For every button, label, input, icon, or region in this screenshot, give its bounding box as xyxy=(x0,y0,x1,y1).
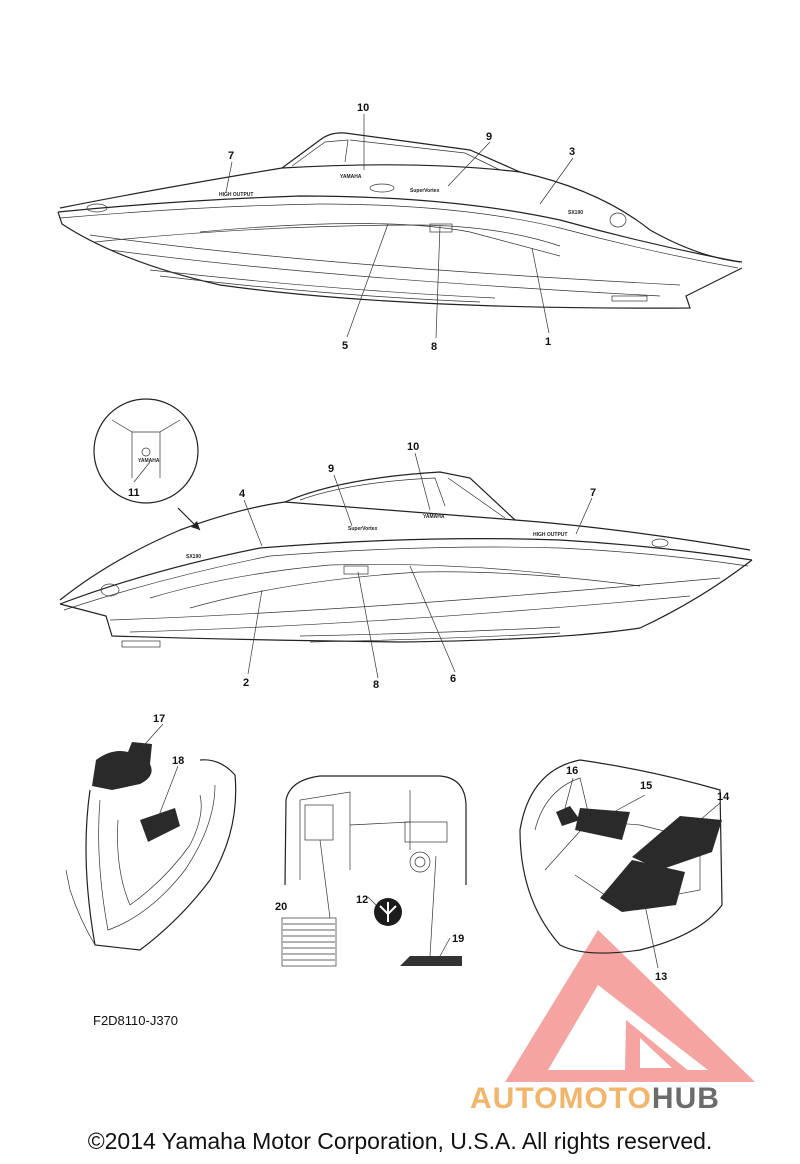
stern-interior-view xyxy=(519,759,723,969)
decal-high-output-starboard: HIGH OUTPUT xyxy=(219,192,253,198)
decal-14-shape xyxy=(632,816,722,870)
callout-9-top: 9 xyxy=(486,131,492,143)
callout-6: 6 xyxy=(450,673,456,685)
callout-2: 2 xyxy=(243,677,249,689)
callout-13: 13 xyxy=(655,971,667,983)
decal-18-shape xyxy=(140,808,180,842)
callout-17: 17 xyxy=(153,713,165,725)
callout-10-bottom: 10 xyxy=(407,441,419,453)
detail-inset-11: YAMAHA xyxy=(93,398,201,531)
callout-5: 5 xyxy=(342,340,348,352)
boat-starboard-view: YAMAHA HIGH OUTPUT SuperVortex SX190 xyxy=(57,114,743,339)
callout-14: 14 xyxy=(717,791,730,803)
callout-20: 20 xyxy=(275,901,287,913)
callout-11: 11 xyxy=(128,487,140,499)
decal-13-shape xyxy=(600,860,685,912)
decal-19-shape xyxy=(400,956,462,966)
callout-3: 3 xyxy=(569,146,575,158)
decal-supercharged-starboard: SuperVortex xyxy=(410,188,440,194)
callout-7-bottom: 7 xyxy=(590,487,596,499)
decal-brand-port: YAMAHA xyxy=(423,514,445,520)
decal-15-shape xyxy=(575,808,630,840)
decal-high-output-port: HIGH OUTPUT xyxy=(533,532,567,538)
boat-port-view: YAMAHA HIGH OUTPUT SuperVortex SX190 xyxy=(59,452,753,679)
diagram-code: F2D8110-J370 xyxy=(93,1013,179,1028)
watermark-logo xyxy=(505,930,755,1082)
console-interior-view xyxy=(281,775,467,967)
watermark-text: AUTOMOTOHUB xyxy=(470,1082,720,1116)
watermark-text-auto: AUTO xyxy=(470,1082,559,1115)
callout-12: 12 xyxy=(356,894,368,906)
decal-model-starboard: SX190 xyxy=(568,210,583,216)
decal-brand-starboard: YAMAHA xyxy=(340,174,362,180)
callout-19: 19 xyxy=(452,933,464,945)
callout-10-top: 10 xyxy=(357,102,369,114)
decal-brand-inset: YAMAHA xyxy=(138,458,160,464)
bow-interior-view xyxy=(65,723,237,951)
decal-17-shape xyxy=(92,742,152,790)
callout-4: 4 xyxy=(239,488,246,500)
decal-20-stripes xyxy=(283,923,335,961)
callout-8-top: 8 xyxy=(431,341,437,353)
decal-model-port: SX190 xyxy=(186,554,201,560)
callout-18: 18 xyxy=(172,755,184,767)
callout-9-bottom: 9 xyxy=(328,463,334,475)
watermark-text-hub: HUB xyxy=(651,1082,720,1115)
callout-8-bottom: 8 xyxy=(373,679,379,691)
callout-1: 1 xyxy=(545,336,551,348)
decal-16-shape xyxy=(556,806,580,826)
copyright-notice: ©2014 Yamaha Motor Corporation, U.S.A. A… xyxy=(87,1128,713,1154)
callout-16: 16 xyxy=(566,765,578,777)
watermark-text-moto: MOTO xyxy=(558,1082,652,1115)
callout-15: 15 xyxy=(640,780,652,792)
callout-7-top: 7 xyxy=(228,150,234,162)
decal-supercharged-port: SuperVortex xyxy=(348,526,378,532)
